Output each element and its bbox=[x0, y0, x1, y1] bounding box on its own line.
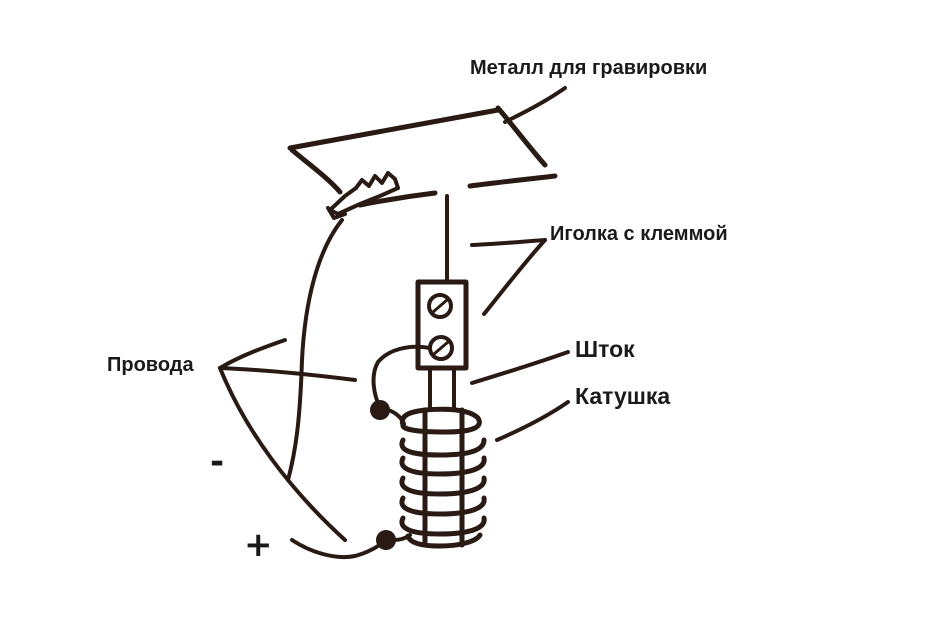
label-plus: + bbox=[244, 525, 273, 565]
label-rod: Шток bbox=[575, 336, 635, 362]
alligator-clip bbox=[326, 171, 400, 220]
label-wires: Провода bbox=[107, 354, 194, 376]
label-metal: Металл для гравировки bbox=[470, 57, 708, 79]
contact-top bbox=[370, 400, 390, 420]
leader-lines bbox=[218, 86, 570, 542]
wire-negative bbox=[286, 218, 344, 482]
label-coil: Катушка bbox=[575, 383, 671, 409]
rod bbox=[428, 366, 456, 412]
coil bbox=[399, 406, 487, 549]
contact-bottom bbox=[376, 530, 396, 550]
metal-plate bbox=[287, 105, 558, 208]
wire-terminal-to-coil bbox=[370, 344, 432, 426]
wire-positive bbox=[290, 530, 412, 559]
label-minus: - bbox=[210, 442, 225, 482]
terminal-block bbox=[415, 279, 469, 371]
label-needle: Иголка с клеммой bbox=[550, 223, 728, 245]
